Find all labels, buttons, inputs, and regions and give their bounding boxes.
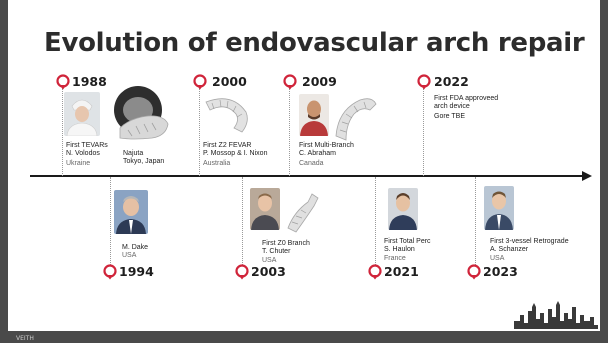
location-pin-icon [283,74,297,90]
label-2023-line1: First 3-vessel Retrograde [490,238,569,245]
label-2023-line2: A. Schanzer [490,246,529,253]
city-skyline-icon [514,301,598,329]
year-2009: 2009 [302,74,337,89]
year-2022: 2022 [434,74,469,89]
label-2021-line3: France [384,255,406,262]
portrait-schanzer [484,186,514,230]
label-2003-line1: First Z0 Branch [262,240,310,247]
label-2022-line2: arch device [434,103,470,110]
label-najuta-line1: Najuta [123,150,144,157]
tick-2021 [375,177,376,265]
tick-2009 [289,88,290,176]
location-pin-icon [103,264,117,280]
tick-1988 [62,88,63,176]
stent-graft-z0-branch-image [287,193,319,233]
location-pin-icon [467,264,481,280]
year-2021: 2021 [384,264,419,279]
year-1988: 1988 [72,74,107,89]
label-najuta-line2: Tokyo, Japan [123,158,165,165]
tick-2003 [242,177,243,265]
label-2009-line1: First Multi-Branch [299,142,354,149]
label-1988-line3: Ukraine [66,160,91,167]
label-2021-line1: First Total Perc [384,238,431,245]
timeline-axis [30,175,588,177]
label-2000-line2: P. Mossop & I. Nixon [203,150,268,157]
tick-1994 [110,177,111,265]
year-2003: 2003 [251,264,286,279]
location-pin-icon [56,74,70,90]
label-2022-line3: Gore TBE [434,113,465,120]
stent-graft-multibranch-image [335,98,377,141]
label-1994-line2: USA [122,252,137,259]
label-2003-line3: USA [262,257,277,264]
frame-right [600,0,608,343]
label-1988-line2: N. Volodos [66,150,100,157]
label-2000-line1: First Z2 FEVAR [203,142,252,149]
year-2023: 2023 [483,264,518,279]
label-2021-line2: S. Haulon [384,246,415,253]
portrait-chuter [250,188,280,230]
footer-logo: VEITH [16,335,34,342]
stent-graft-z2-image [205,98,248,133]
label-1994-line1: M. Dake [122,244,149,251]
footer-bar: VEITH [0,331,608,343]
location-pin-icon [368,264,382,280]
portrait-dake [114,190,148,234]
portrait-volodos [64,92,100,136]
label-2009-line3: Canada [299,160,324,167]
frame-left [0,0,8,343]
timeline-arrowhead [582,171,592,181]
location-pin-icon [235,264,249,280]
label-2022-line1: First FDA approveed [434,95,499,102]
label-1988-line1: First TEVARs [66,142,108,149]
location-pin-icon [417,74,431,90]
year-1994: 1994 [119,264,154,279]
label-2000-line3: Australia [203,160,231,167]
portrait-haulon [388,188,418,230]
location-pin-icon [193,74,207,90]
tick-2000 [199,88,200,176]
label-2023-line3: USA [490,255,505,262]
tick-2022 [423,88,424,176]
label-2009-line2: C. Abraham [299,150,336,157]
portrait-abraham [299,94,329,136]
label-2003-line2: T. Chuter [262,248,291,255]
tick-2023 [475,177,476,265]
stent-graft-najuta-image [114,86,169,140]
year-2000: 2000 [212,74,247,89]
slide-title: Evolution of endovascular arch repair [44,28,585,58]
